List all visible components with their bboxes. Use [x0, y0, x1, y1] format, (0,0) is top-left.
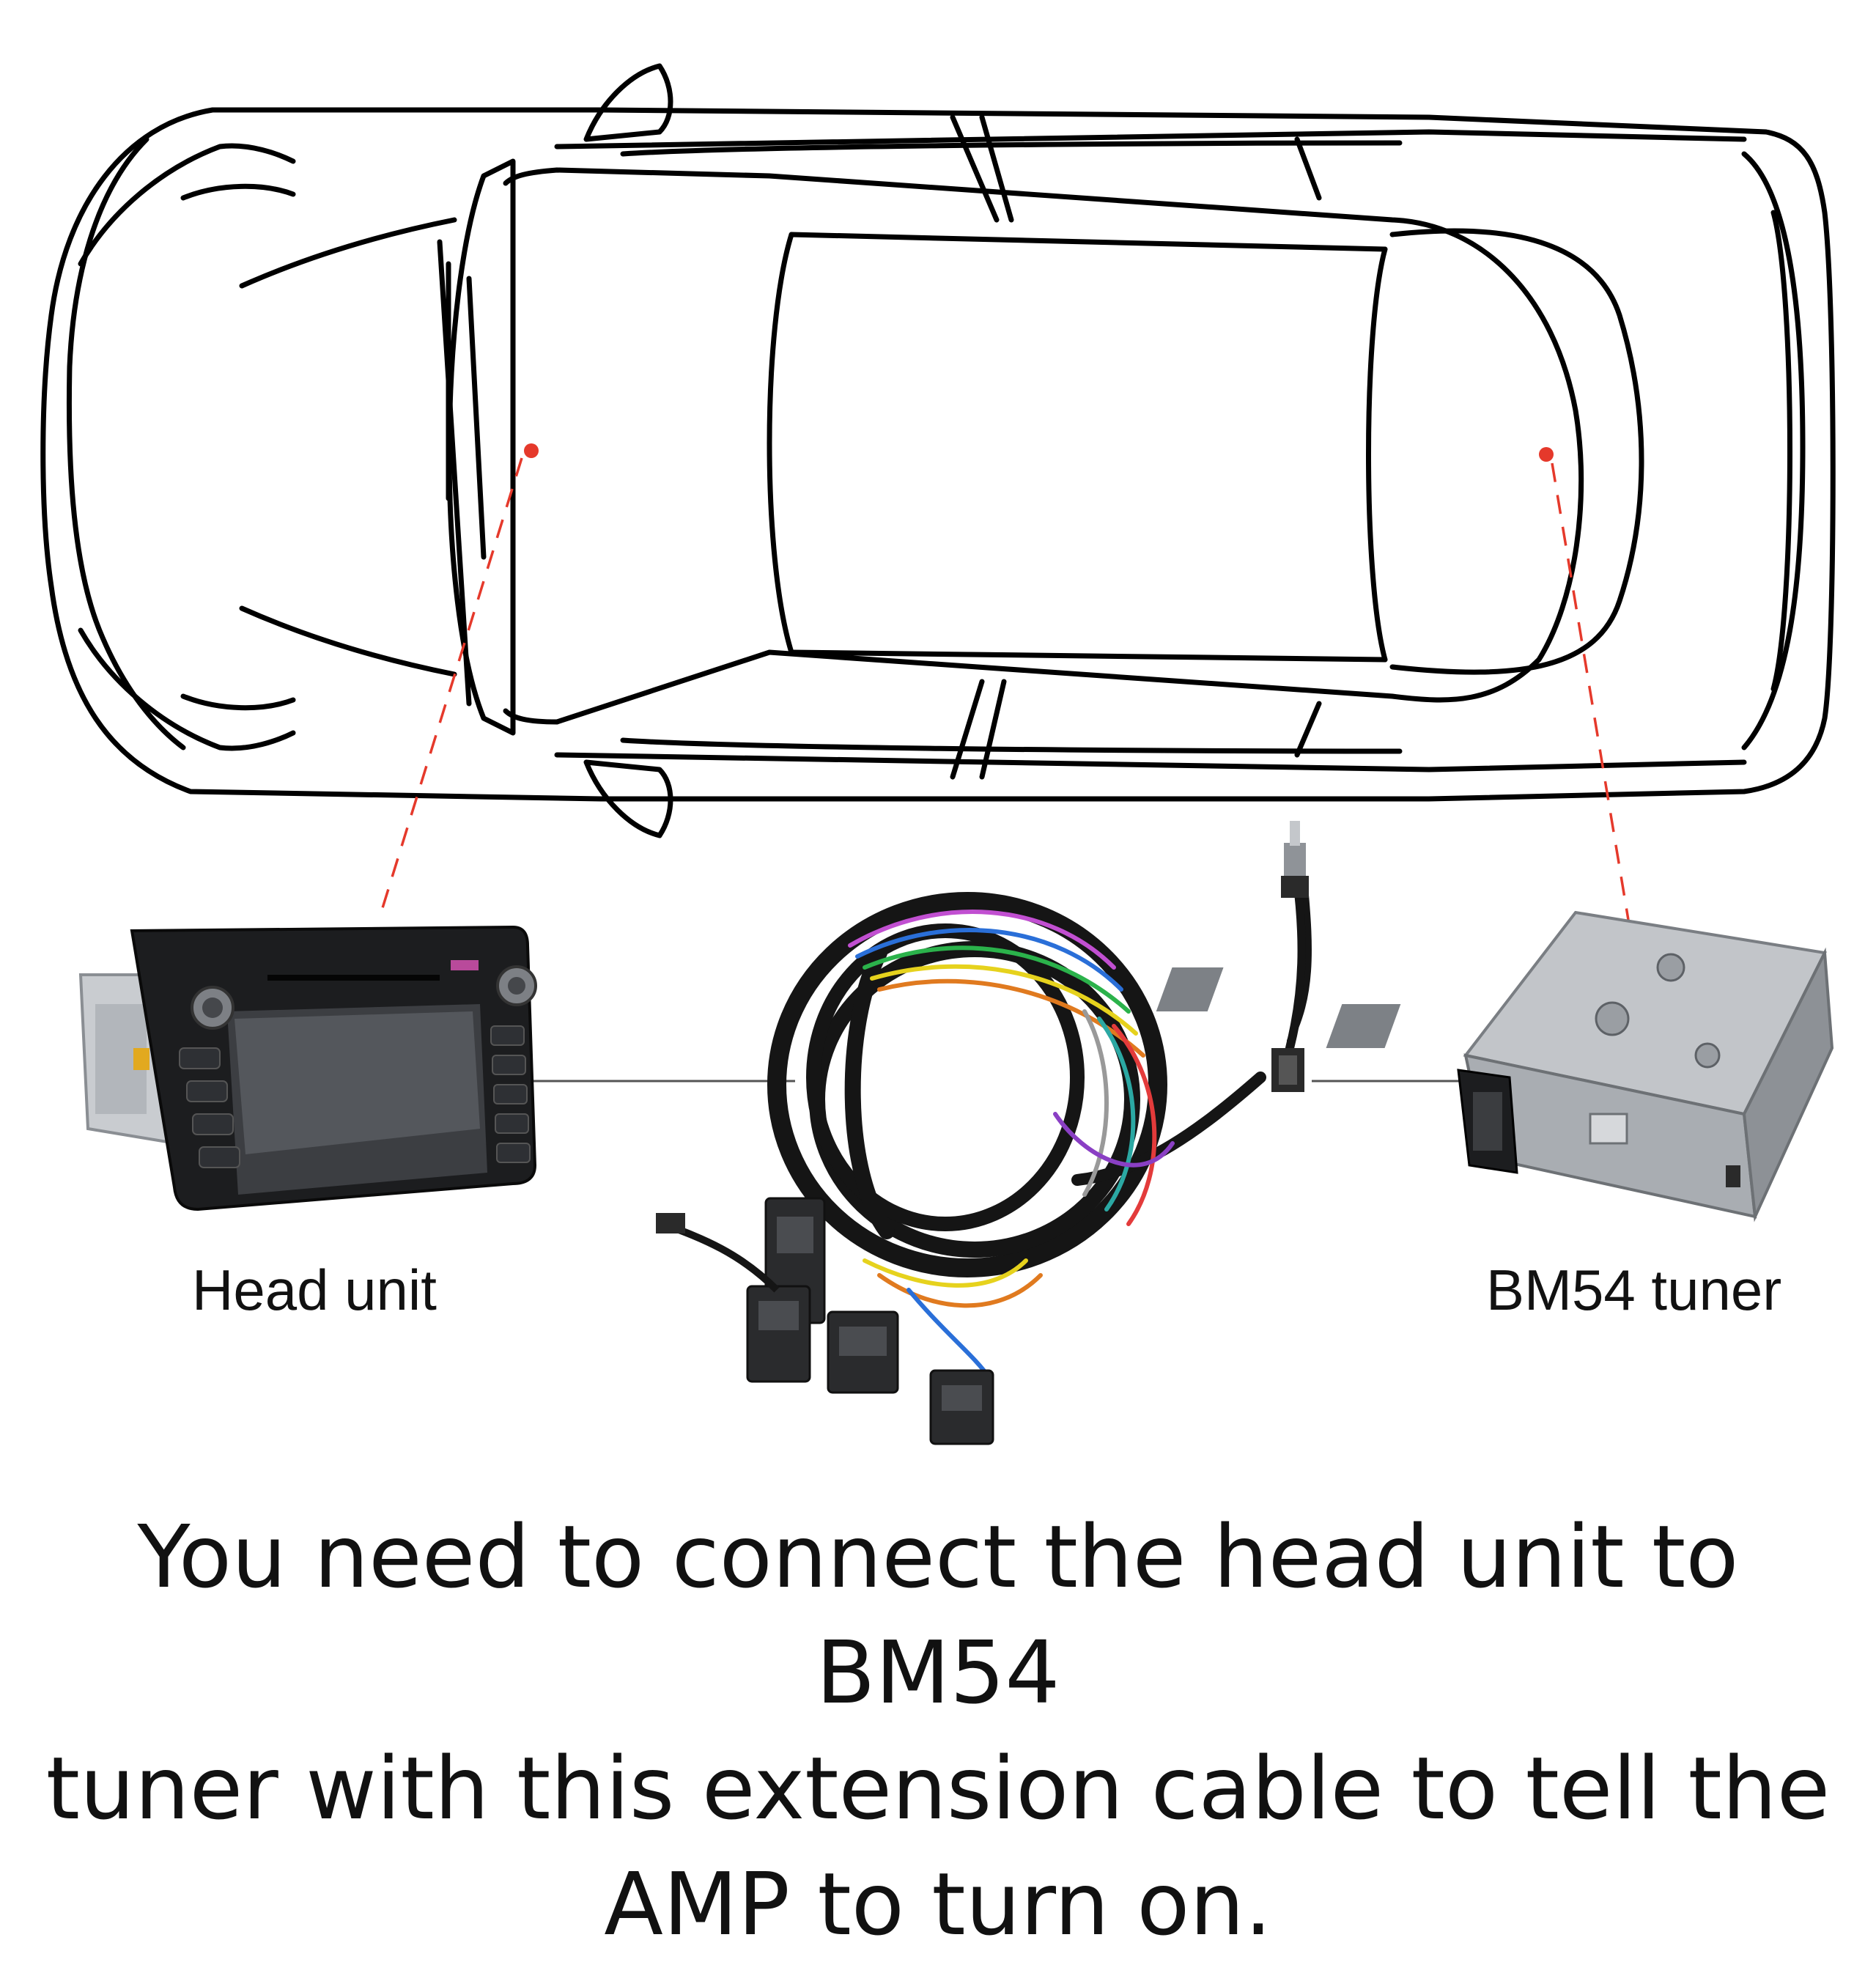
- tuner-image: [1156, 910, 1834, 1222]
- head-unit-marker: [524, 443, 539, 458]
- head-unit-image: [78, 925, 537, 1212]
- caption-line-1: You need to connect the head unit to BM5…: [137, 1506, 1739, 1723]
- caption-line-2: tuner with this extension cable to tell …: [45, 1738, 1831, 1839]
- head-unit-leader: [377, 457, 523, 921]
- tuner-leader: [1551, 462, 1630, 921]
- head-unit-label: Head unit: [192, 1258, 437, 1322]
- caption-line-3: AMP to turn on.: [604, 1854, 1272, 1955]
- location-markers: [377, 443, 1630, 921]
- diagram-canvas: [40, 63, 1836, 1445]
- extension-cable-image: [656, 821, 1312, 1445]
- diagram: Head unit BM54 tuner You need to connect…: [40, 63, 1836, 1955]
- car-outline: [40, 63, 1836, 838]
- tuner-label: BM54 tuner: [1486, 1258, 1782, 1322]
- caption: You need to connect the head unit to BM5…: [44, 1499, 1832, 1962]
- tuner-marker: [1539, 447, 1554, 462]
